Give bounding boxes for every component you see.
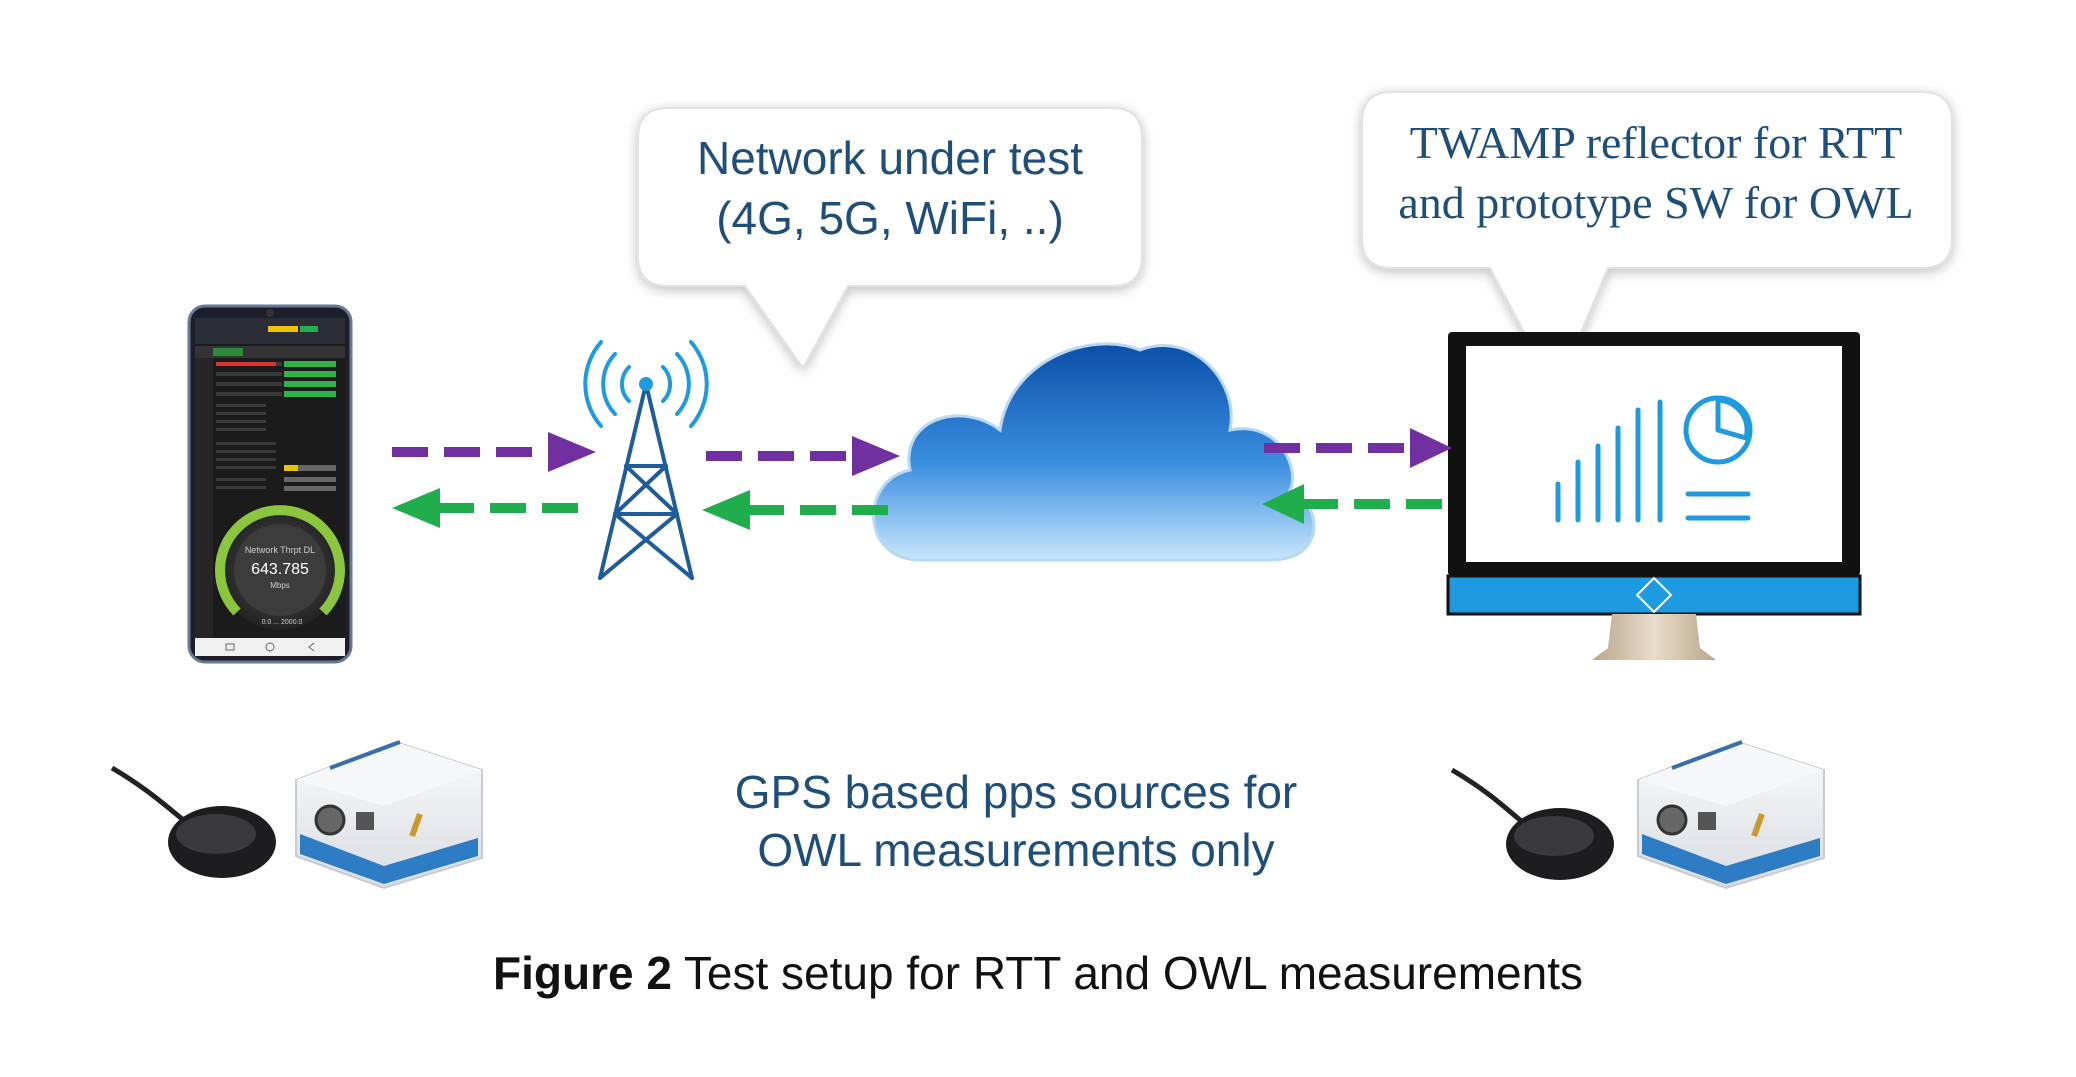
figure-label: Figure 2 [493, 947, 672, 999]
gauge-range: 0.0 ... 2000.0 [262, 619, 303, 626]
gauge-value: 643.785 [251, 561, 309, 578]
gauge-unit: Mbps [270, 581, 290, 590]
downlink-arrowhead [392, 488, 440, 528]
downlink-arrowhead [1262, 484, 1304, 524]
figure-caption: Figure 2 Test setup for RTT and OWL meas… [0, 946, 2076, 1000]
reflector-bubble-line2: and prototype SW for OWL [1398, 177, 1913, 228]
uplink-arrowhead [852, 436, 900, 476]
cell-tower-icon [583, 340, 709, 580]
downlink-arrows [392, 484, 1444, 530]
gps-source-right [1450, 740, 1825, 890]
downlink-arrowhead [702, 490, 750, 530]
uplink-arrowhead [548, 432, 596, 472]
network-bubble-line1: Network under test [697, 132, 1083, 184]
gps-text-line1: GPS based pps sources for [735, 766, 1298, 818]
gps-source-left [110, 740, 483, 890]
gauge-label: Network Thrpt DL [245, 545, 315, 555]
monitor-icon [1446, 332, 1862, 660]
smartphone-icon: Network Thrpt DL 643.785 Mbps 0.0 ... 20… [187, 304, 353, 664]
figure-caption-text: Test setup for RTT and OWL measurements [671, 947, 1583, 999]
reflector-bubble: TWAMP reflector for RTT and prototype SW… [1361, 91, 1953, 395]
cloud-icon [872, 342, 1316, 562]
network-bubble: Network under test (4G, 5G, WiFi, ..) [637, 107, 1143, 370]
uplink-arrowhead [1410, 428, 1452, 468]
network-bubble-line2: (4G, 5G, WiFi, ..) [716, 192, 1064, 244]
reflector-bubble-line1: TWAMP reflector for RTT [1410, 117, 1902, 168]
gps-text-line2: OWL measurements only [757, 824, 1274, 876]
pps-box-icon [1637, 740, 1825, 890]
pps-box-icon [295, 740, 483, 890]
uplink-arrows [392, 428, 1452, 476]
